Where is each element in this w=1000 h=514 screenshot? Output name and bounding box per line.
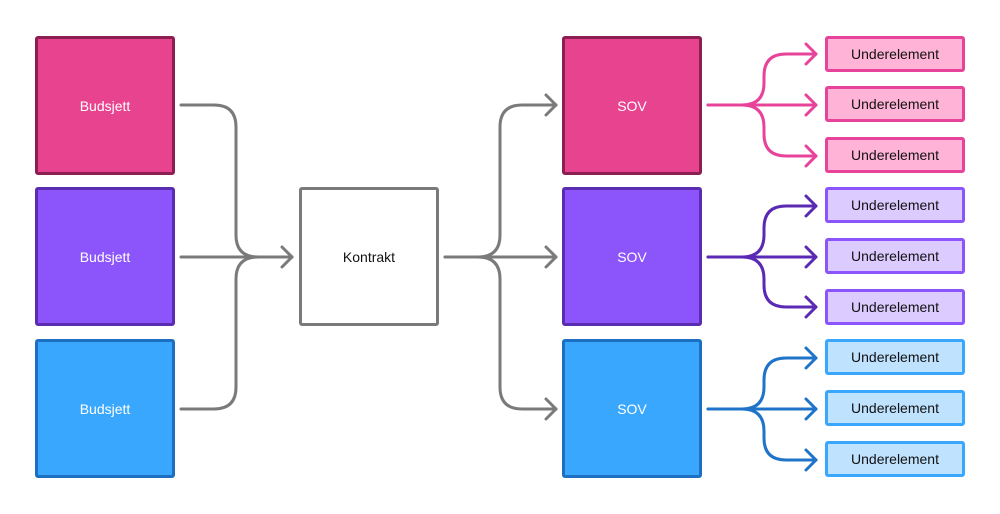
sov-connector [740, 407, 818, 462]
arrowhead-icon [804, 245, 818, 269]
budget-box[interactable]: Budsjett [35, 36, 175, 175]
sub-element-box[interactable]: Underelement [825, 339, 965, 375]
sub-element-label: Underelement [851, 349, 939, 365]
arrowhead-icon [280, 245, 294, 269]
sub-element-box[interactable]: Underelement [825, 36, 965, 72]
sub-element-box[interactable]: Underelement [825, 187, 965, 223]
sub-element-box[interactable]: Underelement [825, 86, 965, 122]
arrowhead-icon [804, 295, 818, 319]
contract-connector [443, 103, 558, 259]
budget-connector [179, 255, 260, 411]
sub-element-label: Underelement [851, 46, 939, 62]
contract-label: Kontrakt [342, 248, 396, 265]
sov-connector [740, 255, 818, 309]
sub-element-box[interactable]: Underelement [825, 238, 965, 274]
sub-element-label: Underelement [851, 197, 939, 213]
sov-label: SOV [617, 400, 647, 417]
arrowhead-icon [804, 144, 818, 168]
contract-connector [476, 255, 558, 411]
sub-element-box[interactable]: Underelement [825, 289, 965, 325]
arrowhead-icon [804, 42, 818, 66]
sov-label: SOV [617, 248, 647, 265]
sov-connector [706, 52, 818, 107]
arrowhead-icon [804, 397, 818, 421]
sov-label: SOV [617, 97, 647, 114]
sub-element-label: Underelement [851, 400, 939, 416]
budget-label: Budsjett [79, 248, 131, 265]
sov-box[interactable]: SOV [562, 187, 702, 326]
contract-box[interactable]: Kontrakt [299, 187, 439, 326]
sov-connector [706, 204, 818, 259]
budget-label: Budsjett [79, 97, 131, 114]
arrowhead-icon [804, 93, 818, 117]
sub-element-label: Underelement [851, 451, 939, 467]
sub-element-label: Underelement [851, 96, 939, 112]
sub-element-label: Underelement [851, 299, 939, 315]
sov-box[interactable]: SOV [562, 339, 702, 478]
arrowhead-icon [804, 346, 818, 370]
sov-connector [706, 356, 818, 411]
sub-element-label: Underelement [851, 147, 939, 163]
sov-connector [740, 103, 818, 158]
sub-element-box[interactable]: Underelement [825, 137, 965, 173]
budget-label: Budsjett [79, 400, 131, 417]
budget-connector [179, 103, 294, 259]
arrowhead-icon [544, 245, 558, 269]
arrowhead-icon [544, 397, 558, 421]
sub-element-label: Underelement [851, 248, 939, 264]
budget-box[interactable]: Budsjett [35, 339, 175, 478]
budget-box[interactable]: Budsjett [35, 187, 175, 326]
arrowhead-icon [544, 93, 558, 117]
sub-element-box[interactable]: Underelement [825, 390, 965, 426]
arrowhead-icon [804, 194, 818, 218]
sub-element-box[interactable]: Underelement [825, 441, 965, 477]
arrowhead-icon [804, 448, 818, 472]
sov-box[interactable]: SOV [562, 36, 702, 175]
